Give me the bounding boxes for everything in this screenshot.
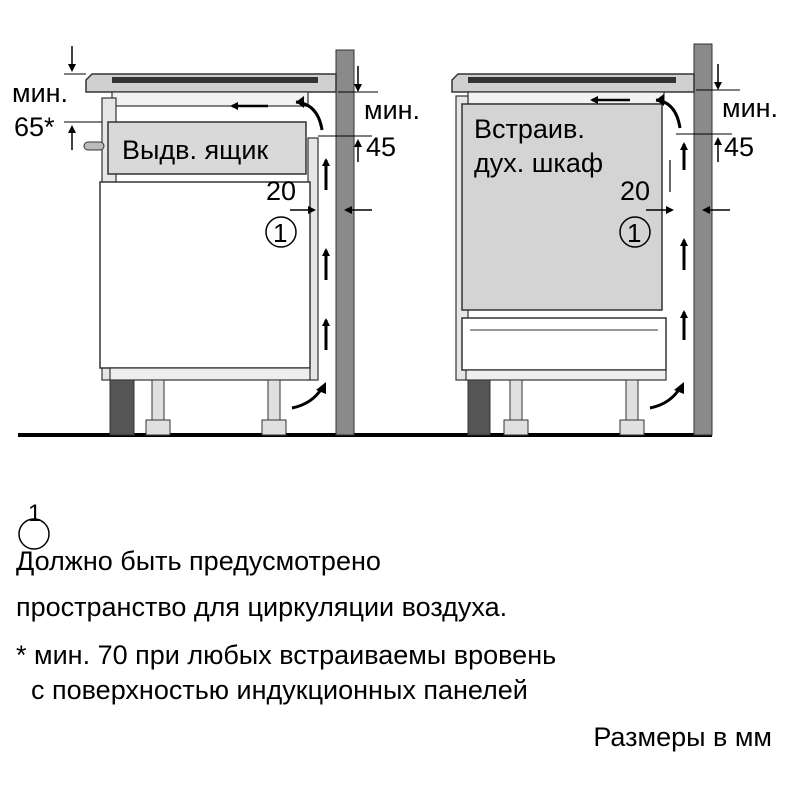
right-dark-plinth bbox=[467, 379, 491, 436]
left-side-gap-value: 20 bbox=[266, 176, 296, 206]
left-leg-2 bbox=[267, 379, 281, 421]
right-leg-1 bbox=[509, 379, 523, 421]
left-leg-1 bbox=[151, 379, 165, 421]
left-foot-1 bbox=[145, 419, 171, 436]
left-min-label: мин. bbox=[12, 78, 68, 108]
right-oven-label-line2: дух. шкаф bbox=[474, 148, 603, 178]
right-leg-2 bbox=[625, 379, 639, 421]
note-line-4: с поверхностью индукционных панелей bbox=[16, 675, 528, 705]
right-foot-2 bbox=[619, 419, 645, 436]
left-gap-min-value: 45 bbox=[366, 132, 396, 162]
left-installation: Выдв. ящик мин. 65* мин. 45 20 bbox=[12, 46, 420, 436]
left-circle-marker bbox=[265, 216, 297, 248]
note-line-2: пространство для циркуляции воздуха. bbox=[16, 592, 508, 622]
left-dark-plinth bbox=[109, 379, 135, 436]
right-gap-min-label: мин. bbox=[722, 93, 778, 123]
footnote-marker-number: 1 bbox=[28, 500, 42, 527]
left-plinth-panel bbox=[109, 367, 311, 381]
left-drawer-label: Выдв. ящик bbox=[122, 135, 268, 165]
right-oven-label-line1: Встраив. bbox=[474, 114, 585, 144]
left-lower-door bbox=[99, 181, 311, 369]
left-wall bbox=[335, 49, 355, 436]
right-hob-body bbox=[467, 91, 665, 105]
left-hob-glass bbox=[112, 77, 318, 83]
right-hob-glass bbox=[468, 77, 676, 83]
right-foot-1 bbox=[503, 419, 529, 436]
units-note: Размеры в мм bbox=[593, 722, 772, 752]
right-installation: Встраив. дух. шкаф мин. 45 20 1 bbox=[451, 43, 778, 436]
note-line-3: * мин. 70 при любых встраиваемы вровень bbox=[16, 640, 557, 670]
left-hob-body bbox=[111, 91, 309, 107]
right-wall bbox=[693, 43, 713, 436]
right-side-gap-value: 20 bbox=[620, 176, 650, 206]
left-gap-min-label: мин. bbox=[364, 95, 420, 125]
left-drawer-handle bbox=[83, 141, 105, 151]
note-line-1: Должно быть предусмотрено bbox=[16, 546, 381, 576]
right-oven bbox=[461, 103, 663, 311]
installation-diagram: Выдв. ящик мин. 65* мин. 45 20 bbox=[12, 43, 778, 437]
left-drawer bbox=[107, 121, 307, 175]
right-circle-marker bbox=[619, 216, 651, 248]
right-lower-drawer bbox=[461, 317, 667, 371]
left-min-value: 65* bbox=[14, 112, 55, 142]
left-foot-2 bbox=[261, 419, 287, 436]
right-gap-min-value: 45 bbox=[724, 132, 754, 162]
footnote-circle-marker bbox=[18, 518, 50, 550]
right-circle-marker-text: 1 bbox=[627, 218, 641, 248]
right-plinth-panel bbox=[465, 369, 667, 381]
left-circle-marker-text: 1 bbox=[273, 218, 287, 248]
